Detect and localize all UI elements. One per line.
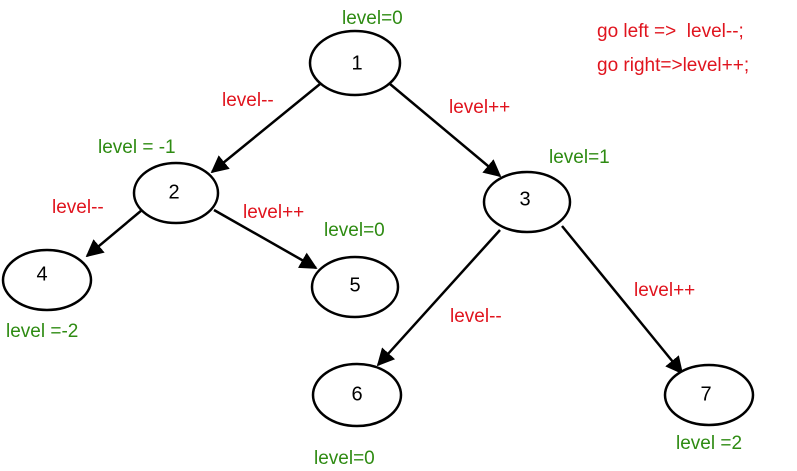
node-3-level: level=1 bbox=[549, 147, 610, 168]
node-label-1: 1 bbox=[351, 52, 362, 74]
rule-go-left: go left => level--; bbox=[597, 21, 744, 42]
edge-2-to-5 bbox=[213, 208, 318, 270]
edge-1-2-label: level-- bbox=[222, 90, 274, 111]
tree-node-4: 4 bbox=[1, 248, 93, 312]
node-2-level: level = -1 bbox=[98, 137, 176, 158]
node-1-level: level=0 bbox=[342, 8, 403, 29]
node-5-level: level=0 bbox=[324, 220, 385, 241]
edge-3-to-7 bbox=[561, 225, 684, 375]
tree-node-2: 2 bbox=[132, 161, 220, 225]
edge-3-6-label: level-- bbox=[450, 306, 502, 327]
node-label-2: 2 bbox=[168, 181, 179, 203]
edge-2-to-4 bbox=[85, 209, 143, 258]
edge-2-5-label: level++ bbox=[243, 202, 305, 223]
node-label-5: 5 bbox=[349, 274, 360, 296]
rule-go-right: go right=>level++; bbox=[597, 55, 750, 76]
edge-3-7-label: level++ bbox=[634, 280, 696, 301]
tree-node-7: 7 bbox=[663, 363, 755, 427]
edge-1-to-3 bbox=[389, 83, 502, 178]
node-6-level: level=0 bbox=[314, 448, 375, 469]
edge-2-4-label: level-- bbox=[52, 197, 104, 218]
tree-node-3: 3 bbox=[482, 170, 572, 234]
node-4-level: level =-2 bbox=[6, 321, 79, 342]
edge-1-to-2 bbox=[210, 83, 321, 174]
edge-1-3-label: level++ bbox=[449, 97, 511, 118]
tree-node-1: 1 bbox=[308, 29, 402, 97]
node-label-7: 7 bbox=[700, 383, 711, 405]
node-label-6: 6 bbox=[351, 383, 362, 405]
tree-node-6: 6 bbox=[311, 362, 403, 428]
node-7-level: level =2 bbox=[676, 433, 743, 454]
node-label-4: 4 bbox=[36, 263, 47, 285]
node-label-3: 3 bbox=[519, 188, 530, 210]
tree-node-5: 5 bbox=[310, 255, 400, 319]
edge-3-to-6 bbox=[376, 229, 501, 367]
